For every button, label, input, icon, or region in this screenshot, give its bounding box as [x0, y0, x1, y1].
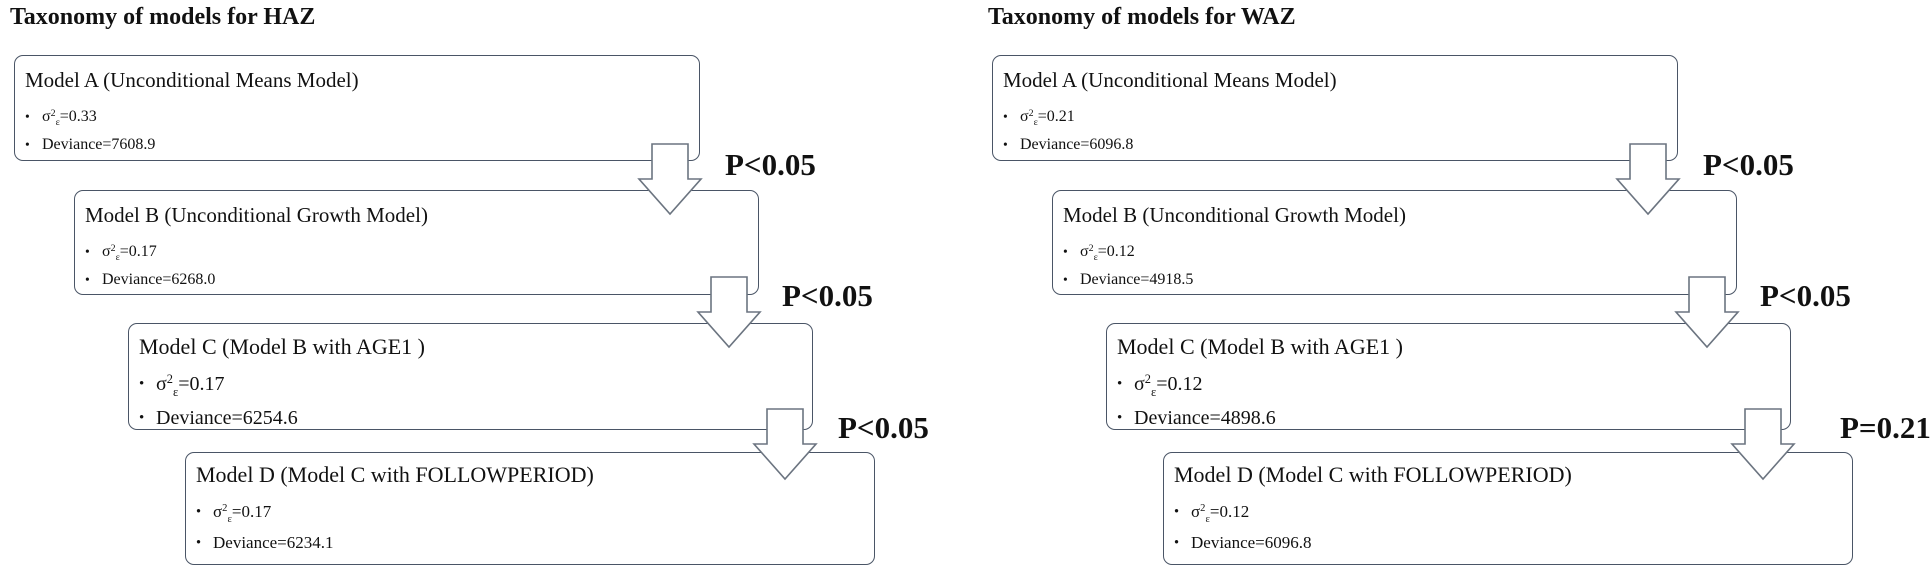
model-b-box: Model B (Unconditional Growth Model) σ2ε…: [74, 190, 759, 295]
model-b-stats: σ2ε=0.12 Deviance=4918.5: [1063, 239, 1193, 293]
model-d-stats: σ2ε=0.17 Deviance=6234.1: [196, 498, 334, 557]
waz-taxonomy-panel: Taxonomy of models for WAZ Model A (Unco…: [978, 0, 1931, 572]
p-value-label: P<0.05: [838, 410, 929, 445]
model-c-title: Model C (Model B with AGE1 ): [1117, 334, 1403, 359]
deviance-item: Deviance=6268.0: [85, 267, 215, 293]
arrow-down-icon: [1615, 143, 1681, 216]
arrow-down-icon: [1674, 276, 1740, 349]
deviance-item: Deviance=6234.1: [196, 529, 334, 557]
model-a-title: Model A (Unconditional Means Model): [25, 68, 359, 92]
model-a-stats: σ2ε=0.21 Deviance=6096.8: [1003, 104, 1133, 158]
deviance-item: Deviance=7608.9: [25, 132, 155, 158]
model-d-title: Model D (Model C with FOLLOWPERIOD): [1174, 462, 1572, 487]
sigma-item: σ2ε=0.12: [1117, 368, 1276, 402]
model-c-box: Model C (Model B with AGE1 ) σ2ε=0.12 De…: [1106, 323, 1791, 434]
deviance-item: Deviance=4918.5: [1063, 267, 1193, 293]
p-value-label: P<0.05: [1760, 278, 1851, 313]
arrow-down-icon: [752, 408, 818, 481]
deviance-item: Deviance=4898.6: [1117, 402, 1276, 434]
model-d-stats: σ2ε=0.12 Deviance=6096.8: [1174, 498, 1312, 557]
p-value-label: P<0.05: [1703, 147, 1794, 182]
panel-title: Taxonomy of models for HAZ: [10, 4, 316, 30]
model-b-title: Model B (Unconditional Growth Model): [1063, 203, 1406, 227]
sigma-item: σ2ε=0.17: [139, 368, 298, 402]
model-a-box: Model A (Unconditional Means Model) σ2ε=…: [992, 55, 1678, 161]
p-value-label: P<0.05: [725, 147, 816, 182]
model-d-box: Model D (Model C with FOLLOWPERIOD) σ2ε=…: [185, 452, 875, 565]
model-d-box: Model D (Model C with FOLLOWPERIOD) σ2ε=…: [1163, 452, 1853, 565]
sigma-item: σ2ε=0.12: [1063, 239, 1193, 267]
sigma-item: σ2ε=0.12: [1174, 498, 1312, 529]
p-value-label: P=0.21: [1840, 410, 1931, 445]
model-a-box: Model A (Unconditional Means Model) σ2ε=…: [14, 55, 700, 161]
deviance-item: Deviance=6254.6: [139, 402, 298, 434]
model-c-box: Model C (Model B with AGE1 ) σ2ε=0.17 De…: [128, 323, 813, 434]
deviance-item: Deviance=6096.8: [1174, 529, 1312, 557]
sigma-item: σ2ε=0.17: [85, 239, 215, 267]
arrow-down-icon: [696, 276, 762, 349]
haz-taxonomy-panel: Taxonomy of models for HAZ Model A (Unco…: [0, 0, 951, 572]
sigma-item: σ2ε=0.17: [196, 498, 334, 529]
sigma-item: σ2ε=0.33: [25, 104, 155, 132]
arrow-down-icon: [637, 143, 703, 216]
model-b-box: Model B (Unconditional Growth Model) σ2ε…: [1052, 190, 1737, 295]
model-a-title: Model A (Unconditional Means Model): [1003, 68, 1337, 92]
sigma-item: σ2ε=0.21: [1003, 104, 1133, 132]
model-a-stats: σ2ε=0.33 Deviance=7608.9: [25, 104, 155, 158]
deviance-item: Deviance=6096.8: [1003, 132, 1133, 158]
panel-title: Taxonomy of models for WAZ: [988, 4, 1296, 30]
model-b-stats: σ2ε=0.17 Deviance=6268.0: [85, 239, 215, 293]
model-c-title: Model C (Model B with AGE1 ): [139, 334, 425, 359]
arrow-down-icon: [1730, 408, 1796, 481]
p-value-label: P<0.05: [782, 278, 873, 313]
model-c-stats: σ2ε=0.12 Deviance=4898.6: [1117, 368, 1276, 434]
model-c-stats: σ2ε=0.17 Deviance=6254.6: [139, 368, 298, 434]
model-d-title: Model D (Model C with FOLLOWPERIOD): [196, 462, 594, 487]
model-b-title: Model B (Unconditional Growth Model): [85, 203, 428, 227]
